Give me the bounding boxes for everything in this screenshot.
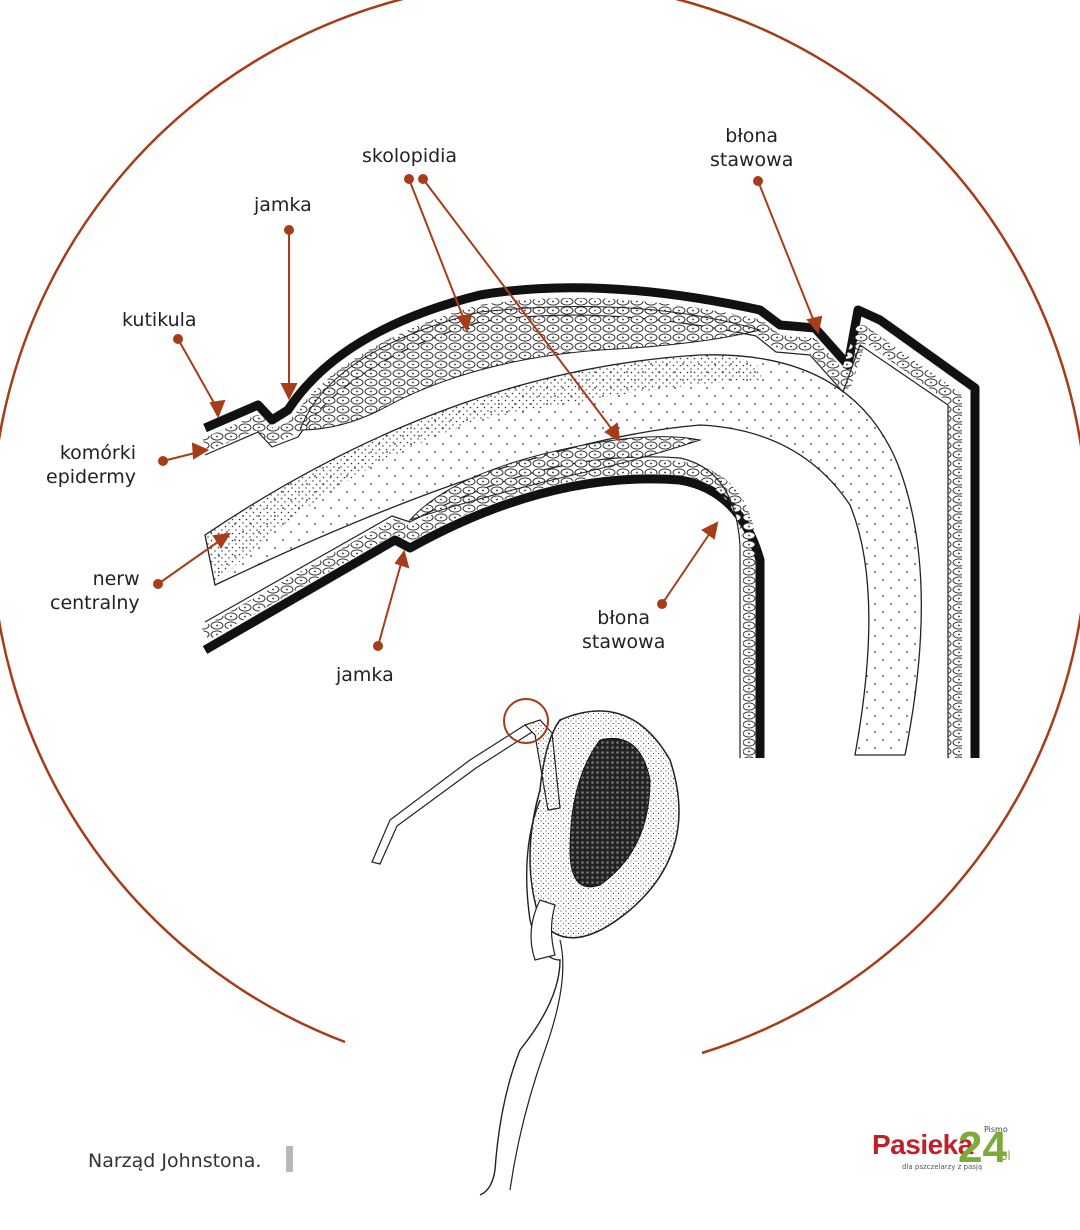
label-blona-top-line2: stawowa — [710, 149, 794, 171]
pedicel-highlight-circle — [503, 698, 549, 744]
caption-divider — [286, 1146, 293, 1172]
magnification-circle — [0, 0, 1080, 1055]
label-komorki-line1: komórki — [59, 442, 137, 464]
label-blona-stawowa-top: błona stawowa — [710, 124, 793, 172]
logo-pismo: Pismo — [984, 1125, 1008, 1134]
logo-name: Pasieka — [872, 1129, 973, 1160]
pointer-lines — [153, 174, 823, 651]
label-jamka-bottom: jamka — [336, 664, 394, 686]
pasieka24-logo: Pismo Pasieka 24 .pl dla pszczelarzy z p… — [872, 1123, 1022, 1185]
label-nerw-centralny: nerw centralny — [50, 567, 140, 615]
label-blona-bottom-line1: błona — [597, 607, 651, 629]
label-blona-bottom-line2: stawowa — [582, 631, 666, 653]
label-nerw-line2: centralny — [50, 592, 140, 614]
logo-domain: .pl — [996, 1149, 1011, 1163]
label-skolopidia: skolopidia — [362, 145, 458, 167]
label-nerw-line1: nerw — [92, 568, 140, 590]
label-komorki-line2: epidermy — [46, 466, 137, 488]
label-komorki-epidermy: komórki epidermy — [46, 441, 136, 489]
upper-scolopidia — [299, 305, 762, 431]
figure-caption: Narząd Johnstona. — [88, 1150, 262, 1172]
central-nerve-core — [205, 355, 762, 585]
label-kutikula: kutikula — [122, 309, 197, 331]
label-blona-top-line1: błona — [725, 125, 779, 147]
lower-scolopidia — [408, 436, 702, 522]
label-blona-stawowa-bottom: błona stawowa — [582, 606, 665, 654]
logo-tagline: dla pszczelarzy z pasją — [902, 1163, 983, 1171]
bee-head-illustration — [371, 698, 680, 1196]
label-jamka-top: jamka — [254, 194, 312, 216]
logo-number: 24 — [958, 1123, 1007, 1172]
